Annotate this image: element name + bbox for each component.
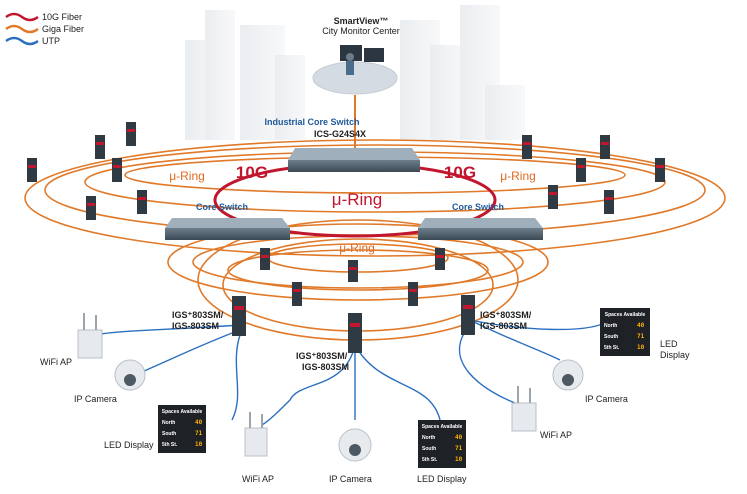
edge-switch [600,135,610,159]
svg-text:5th St.: 5th St. [162,442,178,448]
core-switch-right: Core Switch [418,202,543,240]
svg-text:10: 10 [637,344,645,351]
led-display-right: Spaces Available North 40 South 71 5th S… [600,308,690,360]
edge-switch-right: IGS⁺803SM/ IGS-803SM [461,295,532,335]
ring-label-bottom: μ-Ring [339,241,375,255]
ip-camera-center: IP Camera [329,428,372,484]
legend: 10G Fiber Giga Fiber UTP [5,12,84,46]
svg-text:South: South [422,446,436,452]
edge-switch [576,158,586,182]
edge-switch [27,158,37,182]
led-display-left: Spaces Available North 40 South 71 5th S… [104,405,206,453]
svg-text:South: South [162,431,176,437]
svg-text:71: 71 [455,445,463,452]
edge-right-line1: IGS⁺803SM/ [480,310,532,320]
operator-icon [346,53,354,61]
ring-label-center: μ-Ring [332,190,382,209]
edge-switch [435,248,445,270]
led-right-label-1: LED [660,339,678,349]
core-switch-left-label: Core Switch [196,202,248,212]
core-switch-right-label: Core Switch [452,202,504,212]
svg-text:Spaces Available: Spaces Available [605,312,646,318]
edge-left-line2: IGS-803SM [172,321,219,331]
ring-label-10g-left: 10G [236,163,268,182]
svg-text:40: 40 [637,322,645,329]
edge-right-line2: IGS-803SM [480,321,527,331]
wifi-center-label: WiFi AP [242,474,274,484]
svg-text:South: South [604,334,618,340]
legend-10g-fiber-label: 10G Fiber [42,12,82,22]
edge-switch [292,282,302,306]
wifi-ap-center: WiFi AP [242,412,274,484]
led-right-label-2: Display [660,350,690,360]
edge-switch [137,190,147,214]
edge-switch [95,135,105,159]
svg-text:North: North [422,435,435,441]
svg-text:Spaces Available: Spaces Available [162,409,203,415]
legend-giga-fiber-label: Giga Fiber [42,24,84,34]
legend-utp-line [5,36,39,46]
wifi-ap-right: WiFi AP [511,386,572,440]
edge-switch [126,122,136,146]
edge-switch [408,282,418,306]
svg-text:10: 10 [195,441,203,448]
edge-switch [655,158,665,182]
legend-giga-fiber-line [5,24,39,34]
core-switch-left: Core Switch [165,202,290,240]
led-display-center: Spaces Available North 40 South 71 5th S… [417,420,467,484]
edge-center-line2: IGS-803SM [302,362,349,372]
camera-center-label: IP Camera [329,474,372,484]
edge-switch [348,260,358,282]
edge-switches [27,122,665,306]
svg-text:North: North [162,420,175,426]
edge-switch [260,248,270,270]
svg-text:North: North [604,323,617,329]
industrial-core-switch: Industrial Core Switch ICS-G24S4X [264,117,420,172]
ip-camera-right: IP Camera [552,359,628,404]
monitor-subtitle: City Monitor Center [322,26,400,36]
ring-label-10g-right: 10G [444,163,476,182]
wifi-left-label: WiFi AP [40,357,72,367]
legend-utp-label: UTP [42,36,60,46]
legend-10g-fiber-line [5,12,39,22]
wifi-right-label: WiFi AP [540,430,572,440]
core-switch-model: ICS-G24S4X [314,129,366,139]
ip-camera-left: IP Camera [74,359,146,404]
monitor-desk-base [312,61,398,95]
monitor-screen [340,45,362,61]
svg-text:40: 40 [195,419,203,426]
svg-text:5th St.: 5th St. [422,457,438,463]
wifi-ap-left: WiFi AP [40,313,103,367]
edge-switch [522,135,532,159]
edge-switch [548,185,558,209]
edge-switch [86,196,96,220]
svg-text:40: 40 [455,434,463,441]
camera-left-label: IP Camera [74,394,117,404]
svg-text:71: 71 [637,333,645,340]
svg-text:Spaces Available: Spaces Available [422,424,463,430]
led-center-label: LED Display [417,474,467,484]
ring-label-right: μ-Ring [500,169,536,183]
city-skyline [185,5,525,140]
svg-text:10: 10 [455,456,463,463]
edge-switch [112,158,122,182]
monitor-title: SmartView™ [334,16,389,26]
edge-left-line1: IGS⁺803SM/ [172,310,224,320]
led-left-label: LED Display [104,440,154,450]
edge-center-line1: IGS⁺803SM/ [296,351,348,361]
edge-switch [604,190,614,214]
edge-switch-left: IGS⁺803SM/ IGS-803SM [172,296,246,336]
core-switch-title: Industrial Core Switch [264,117,359,127]
ring-label-left: μ-Ring [169,169,205,183]
svg-text:5th St.: 5th St. [604,345,620,351]
monitor-center: SmartView™ City Monitor Center [312,16,400,95]
camera-right-label: IP Camera [585,394,628,404]
svg-text:71: 71 [195,430,203,437]
edge-switch-center: IGS⁺803SM/ IGS-803SM [296,313,362,372]
